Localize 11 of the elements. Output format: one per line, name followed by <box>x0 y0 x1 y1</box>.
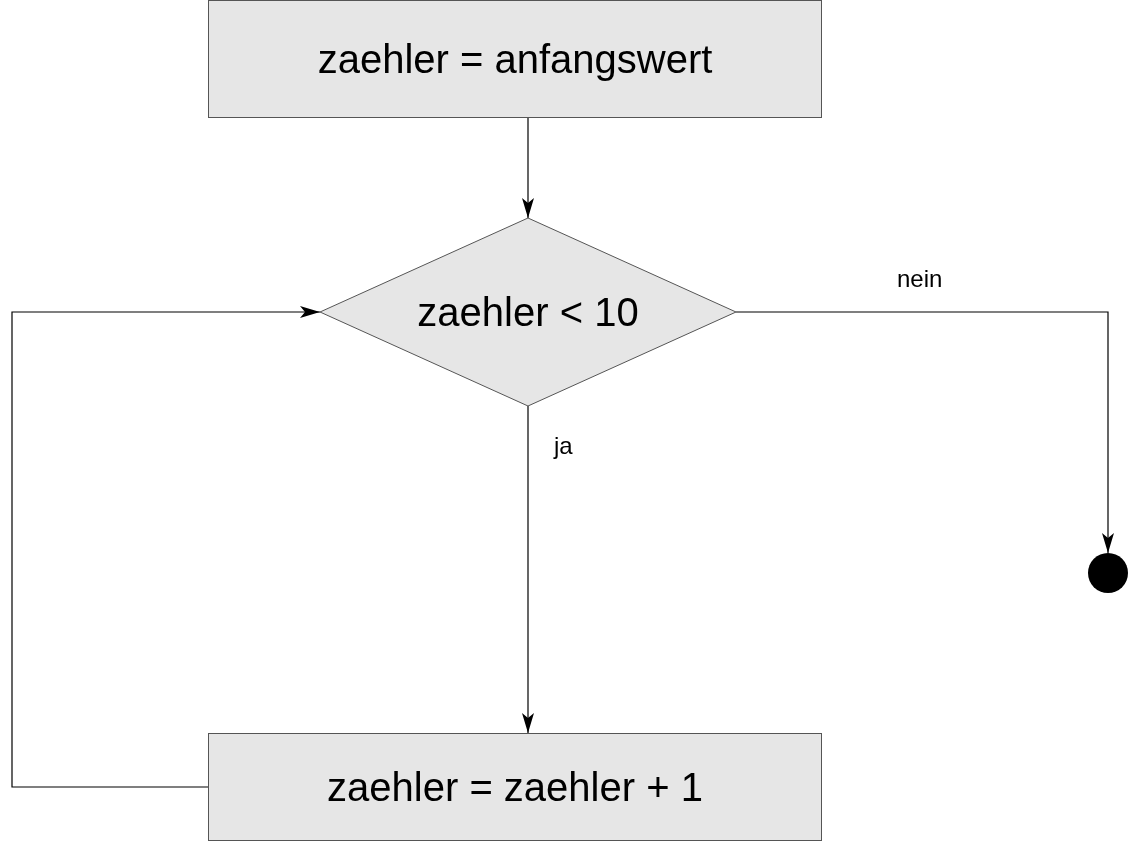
decision-diamond <box>320 218 736 406</box>
node-label: zaehler = anfangswert <box>317 36 713 82</box>
node-label: zaehler < 10 <box>417 289 639 335</box>
process-box <box>208 0 822 118</box>
arrow <box>11 306 321 788</box>
process-box <box>208 733 822 841</box>
arrow <box>522 117 534 219</box>
node-label: zaehler = zaehler + 1 <box>327 764 703 810</box>
end-point <box>1088 553 1128 593</box>
arrow <box>522 405 534 734</box>
arrow <box>735 311 1114 554</box>
